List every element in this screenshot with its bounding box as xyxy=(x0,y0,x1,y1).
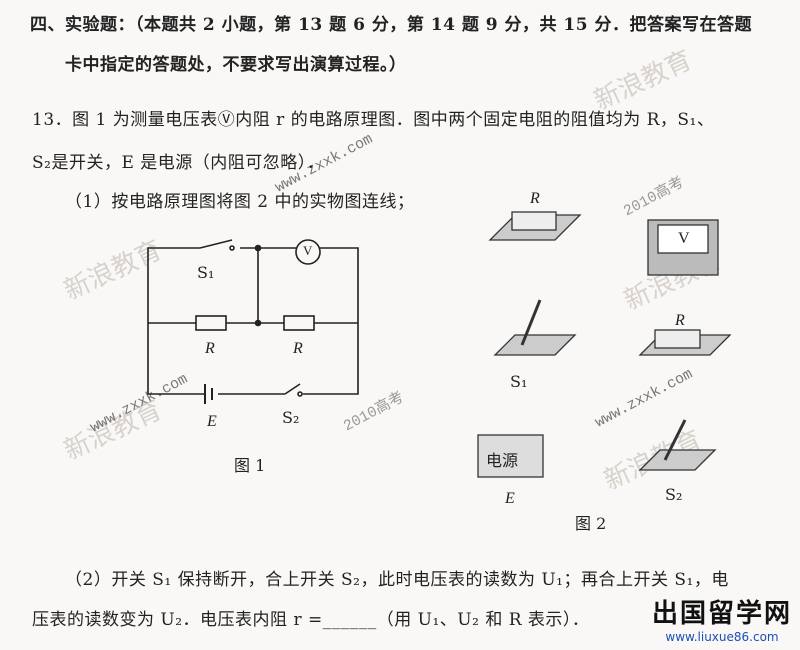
wire xyxy=(148,248,358,324)
label-s2: S₂ xyxy=(282,408,300,427)
logo-name: 出国留学网 xyxy=(651,599,792,629)
circuit-diagram xyxy=(147,239,359,404)
figure-2-caption: 图 2 xyxy=(575,514,607,533)
fig2-source-label: 电源 xyxy=(486,451,519,470)
label-s1: S₁ xyxy=(197,263,215,282)
fig2-label-r-mid: R xyxy=(675,312,685,329)
switch-s2 xyxy=(284,383,301,395)
question-13-line2: S₂是开关，E 是电源（内阻可忽略）． xyxy=(32,153,325,173)
battery xyxy=(204,384,213,404)
voltmeter xyxy=(295,239,321,265)
part-1: （1）按电路原理图将图 2 中的实物图连线； xyxy=(65,192,415,212)
part-2-line2: 压表的读数变为 U₂．电压表内阻 r =______（用 U₁、U₂ 和 R 表… xyxy=(32,610,590,630)
fig2-label-e: E xyxy=(505,490,515,507)
logo-url: www.liuxue86.com xyxy=(665,630,779,644)
label-r-left: R xyxy=(205,340,215,357)
figure-1-caption: 图 1 xyxy=(234,456,266,475)
switch-s1-board xyxy=(493,334,577,356)
section-heading-cont: 卡中指定的答题处，不要求写出演算过程。） xyxy=(65,55,407,75)
apparatus xyxy=(477,211,732,478)
wire xyxy=(147,247,359,395)
voltmeter-label: V xyxy=(303,243,313,258)
resistor xyxy=(283,315,315,331)
part-2-line1: （2）开关 S₁ 保持断开，合上开关 S₂，此时电压表的读数为 U₁；再合上开关… xyxy=(65,570,729,590)
section-heading: 四、实验题：（本题共 2 小题，第 13 题 6 分，第 14 题 9 分，共 … xyxy=(30,15,752,35)
resistor xyxy=(195,315,227,331)
fig2-label-r-top: R xyxy=(530,190,540,207)
label-r-right: R xyxy=(293,340,303,357)
switch-s2-board xyxy=(638,449,717,471)
power-source xyxy=(477,434,544,478)
fig2-label-s2: S₂ xyxy=(665,485,683,504)
site-logo: 出国留学网 www.liuxue86.com xyxy=(652,593,792,644)
question-13-line1: 13．图 1 为测量电压表Ⓥ内阻 r 的电路原理图．图中两个固定电阻的阻值均为 … xyxy=(32,110,715,130)
fig2-meter-label: V xyxy=(678,230,690,247)
fig2-label-s1: S₁ xyxy=(510,372,528,391)
switch-s1 xyxy=(199,239,233,249)
label-e: E xyxy=(207,413,217,430)
